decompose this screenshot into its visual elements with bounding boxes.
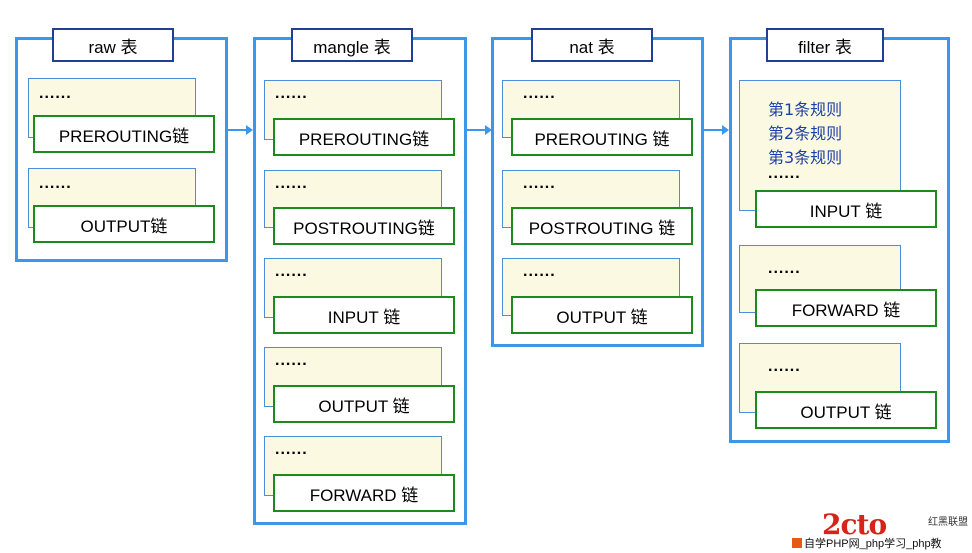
chain-prerouting: PREROUTING链 <box>273 118 455 156</box>
ellipsis: ...... <box>523 263 556 280</box>
chain-postrouting: POSTROUTING 链 <box>511 207 693 245</box>
nat-table: nat 表 ...... PREROUTING 链 ...... POSTROU… <box>491 28 704 347</box>
chain-forward: FORWARD 链 <box>755 289 937 327</box>
chain-input: INPUT 链 <box>755 190 937 228</box>
nat-table-title: nat 表 <box>531 28 653 62</box>
arrow-right-icon <box>228 125 253 135</box>
watermark-text: 自学PHP网_php学习_php教 <box>792 535 942 551</box>
chain-prerouting: PREROUTING 链 <box>511 118 693 156</box>
ellipsis: ...... <box>275 263 308 280</box>
ellipsis: ...... <box>275 85 308 102</box>
ellipsis: ...... <box>39 85 72 102</box>
ellipsis: ...... <box>523 85 556 102</box>
filter-table-title: filter 表 <box>766 28 884 62</box>
raw-table-title: raw 表 <box>52 28 174 62</box>
ellipsis: ...... <box>523 175 556 192</box>
raw-table: raw 表 ...... PREROUTING链 ...... OUTPUT链 <box>15 28 228 262</box>
chain-output: OUTPUT 链 <box>511 296 693 334</box>
ellipsis: ...... <box>275 352 308 369</box>
chain-prerouting: PREROUTING链 <box>33 115 215 153</box>
ellipsis: ...... <box>275 441 308 458</box>
chain-forward: FORWARD 链 <box>273 474 455 512</box>
ellipsis: ...... <box>39 175 72 192</box>
ellipsis: ...... <box>275 175 308 192</box>
rules-note: 第1条规则 第2条规则 第3条规则 ...... <box>739 80 901 211</box>
rule-1: 第1条规则 <box>768 100 843 119</box>
filter-table: filter 表 第1条规则 第2条规则 第3条规则 ...... INPUT … <box>729 28 950 443</box>
watermark: 2cto 红黑联盟 自学PHP网_php学习_php教 <box>792 511 972 553</box>
watermark-caption: 自学PHP网_php学习_php教 <box>804 538 942 550</box>
arrow-right-icon <box>704 125 729 135</box>
chain-output: OUTPUT 链 <box>755 391 937 429</box>
mangle-table-title: mangle 表 <box>291 28 413 62</box>
mangle-table: mangle 表 ...... PREROUTING链 ...... POSTR… <box>253 28 467 525</box>
ellipsis: ...... <box>768 260 801 277</box>
chain-input: INPUT 链 <box>273 296 455 334</box>
watermark-brand: 红黑联盟 <box>928 517 968 528</box>
rule-3: 第3条规则 <box>768 148 843 167</box>
chain-postrouting: POSTROUTING链 <box>273 207 455 245</box>
watermark-logo: 2cto <box>822 508 887 541</box>
chain-output: OUTPUT链 <box>33 205 215 243</box>
ellipsis: ...... <box>768 165 801 182</box>
site-icon <box>792 538 802 548</box>
chain-output: OUTPUT 链 <box>273 385 455 423</box>
ellipsis: ...... <box>768 358 801 375</box>
arrow-right-icon <box>467 125 492 135</box>
rule-2: 第2条规则 <box>768 124 843 143</box>
